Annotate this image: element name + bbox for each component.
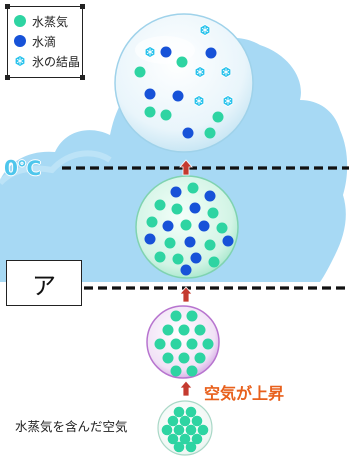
freezing-point-label: 0℃ xyxy=(4,156,41,180)
rising-air-label: 空気が上昇 xyxy=(204,384,285,403)
legend-label: 水滴 xyxy=(32,34,57,49)
humid-air-label: 水蒸気を含んだ空気 xyxy=(15,419,128,434)
droplet-dot-icon xyxy=(14,35,26,47)
level-a-box: ア xyxy=(6,260,82,306)
legend-item-vapor: 水蒸気 xyxy=(14,11,82,31)
vapor-dot-icon xyxy=(14,15,26,27)
up-arrow-icon xyxy=(179,286,193,303)
top-bubble-particles xyxy=(134,24,234,139)
cloud xyxy=(0,37,348,282)
legend-item-ice: 氷の結晶 xyxy=(14,51,82,71)
ice-crystal-icon xyxy=(222,95,234,107)
bottom-bubble-particles xyxy=(161,406,209,453)
ice-crystal-icon xyxy=(14,55,26,67)
legend-item-droplet: 水滴 xyxy=(14,31,82,51)
ice-crystal-icon xyxy=(194,66,206,78)
ice-crystal-icon xyxy=(199,24,211,36)
up-arrow-icon xyxy=(179,380,193,397)
legend-label: 氷の結晶 xyxy=(32,54,81,69)
low-bubble-particles xyxy=(154,310,214,377)
up-arrow-icon xyxy=(179,159,193,176)
legend-label: 水蒸気 xyxy=(32,14,69,29)
ice-crystal-icon xyxy=(220,66,232,78)
ice-crystal-icon xyxy=(193,95,205,107)
legend: 水蒸気 水滴 氷の結晶 xyxy=(5,4,85,80)
mid-bubble-particles xyxy=(144,182,234,276)
ice-crystal-icon xyxy=(144,46,156,58)
